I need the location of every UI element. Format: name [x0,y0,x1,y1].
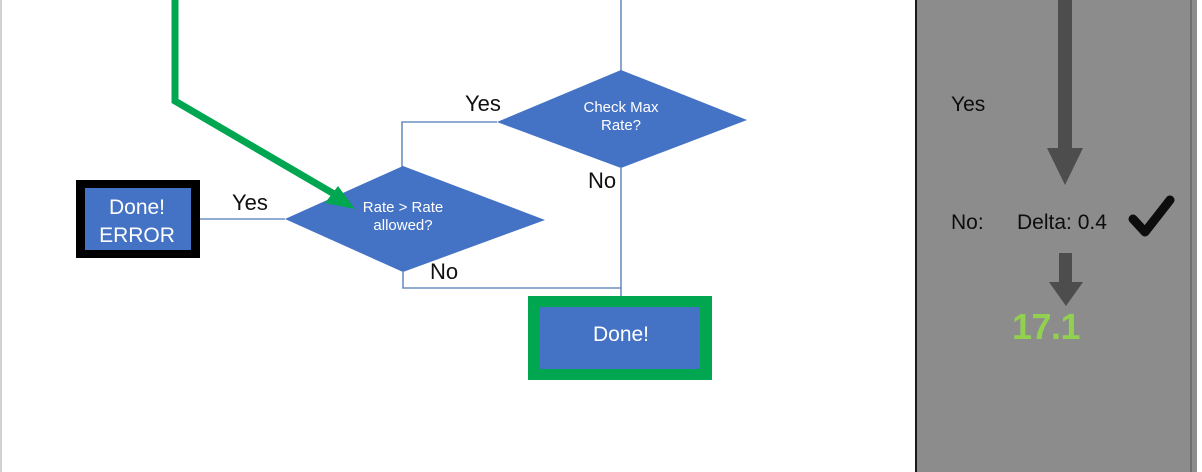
canvas-left-edge [0,0,2,472]
node-rate-gt-rate-allowed [285,166,545,272]
edge-label-no-check-to-done: No [588,168,617,193]
highlight-arrow-path [171,0,343,202]
node-check-max-rate [497,70,747,168]
side-panel-right-edge [1190,0,1192,472]
side-panel: Yes No: Delta: 0.4 17.1 [915,0,1202,472]
flowchart-graphics [76,0,747,380]
check-mark-icon [1128,195,1175,237]
panel-yes-label: Yes [951,93,986,116]
down-arrow-short-icon [1049,253,1083,306]
panel-delta-value: Delta: 0.4 [1017,211,1107,234]
node-done-error-fill [85,188,191,250]
edge-label-yes-rate-to-done-error: Yes [232,190,268,215]
flowchart-canvas: Check Max Rate? Rate > Rate allowed? Don… [0,0,747,472]
highlight-arrow-head [325,186,355,209]
edge-label-yes-check-to-rate: Yes [465,91,501,116]
panel-result-value: 17.1 [1012,306,1081,347]
side-panel-graphics [1047,0,1175,306]
panel-no-label: No: [951,211,984,234]
node-done-ok-fill [540,307,700,369]
connector-no-rate-to-done [402,272,621,289]
edge-label-no-rate-to-done-ok: No [430,259,459,284]
down-arrow-long-icon [1047,0,1083,185]
